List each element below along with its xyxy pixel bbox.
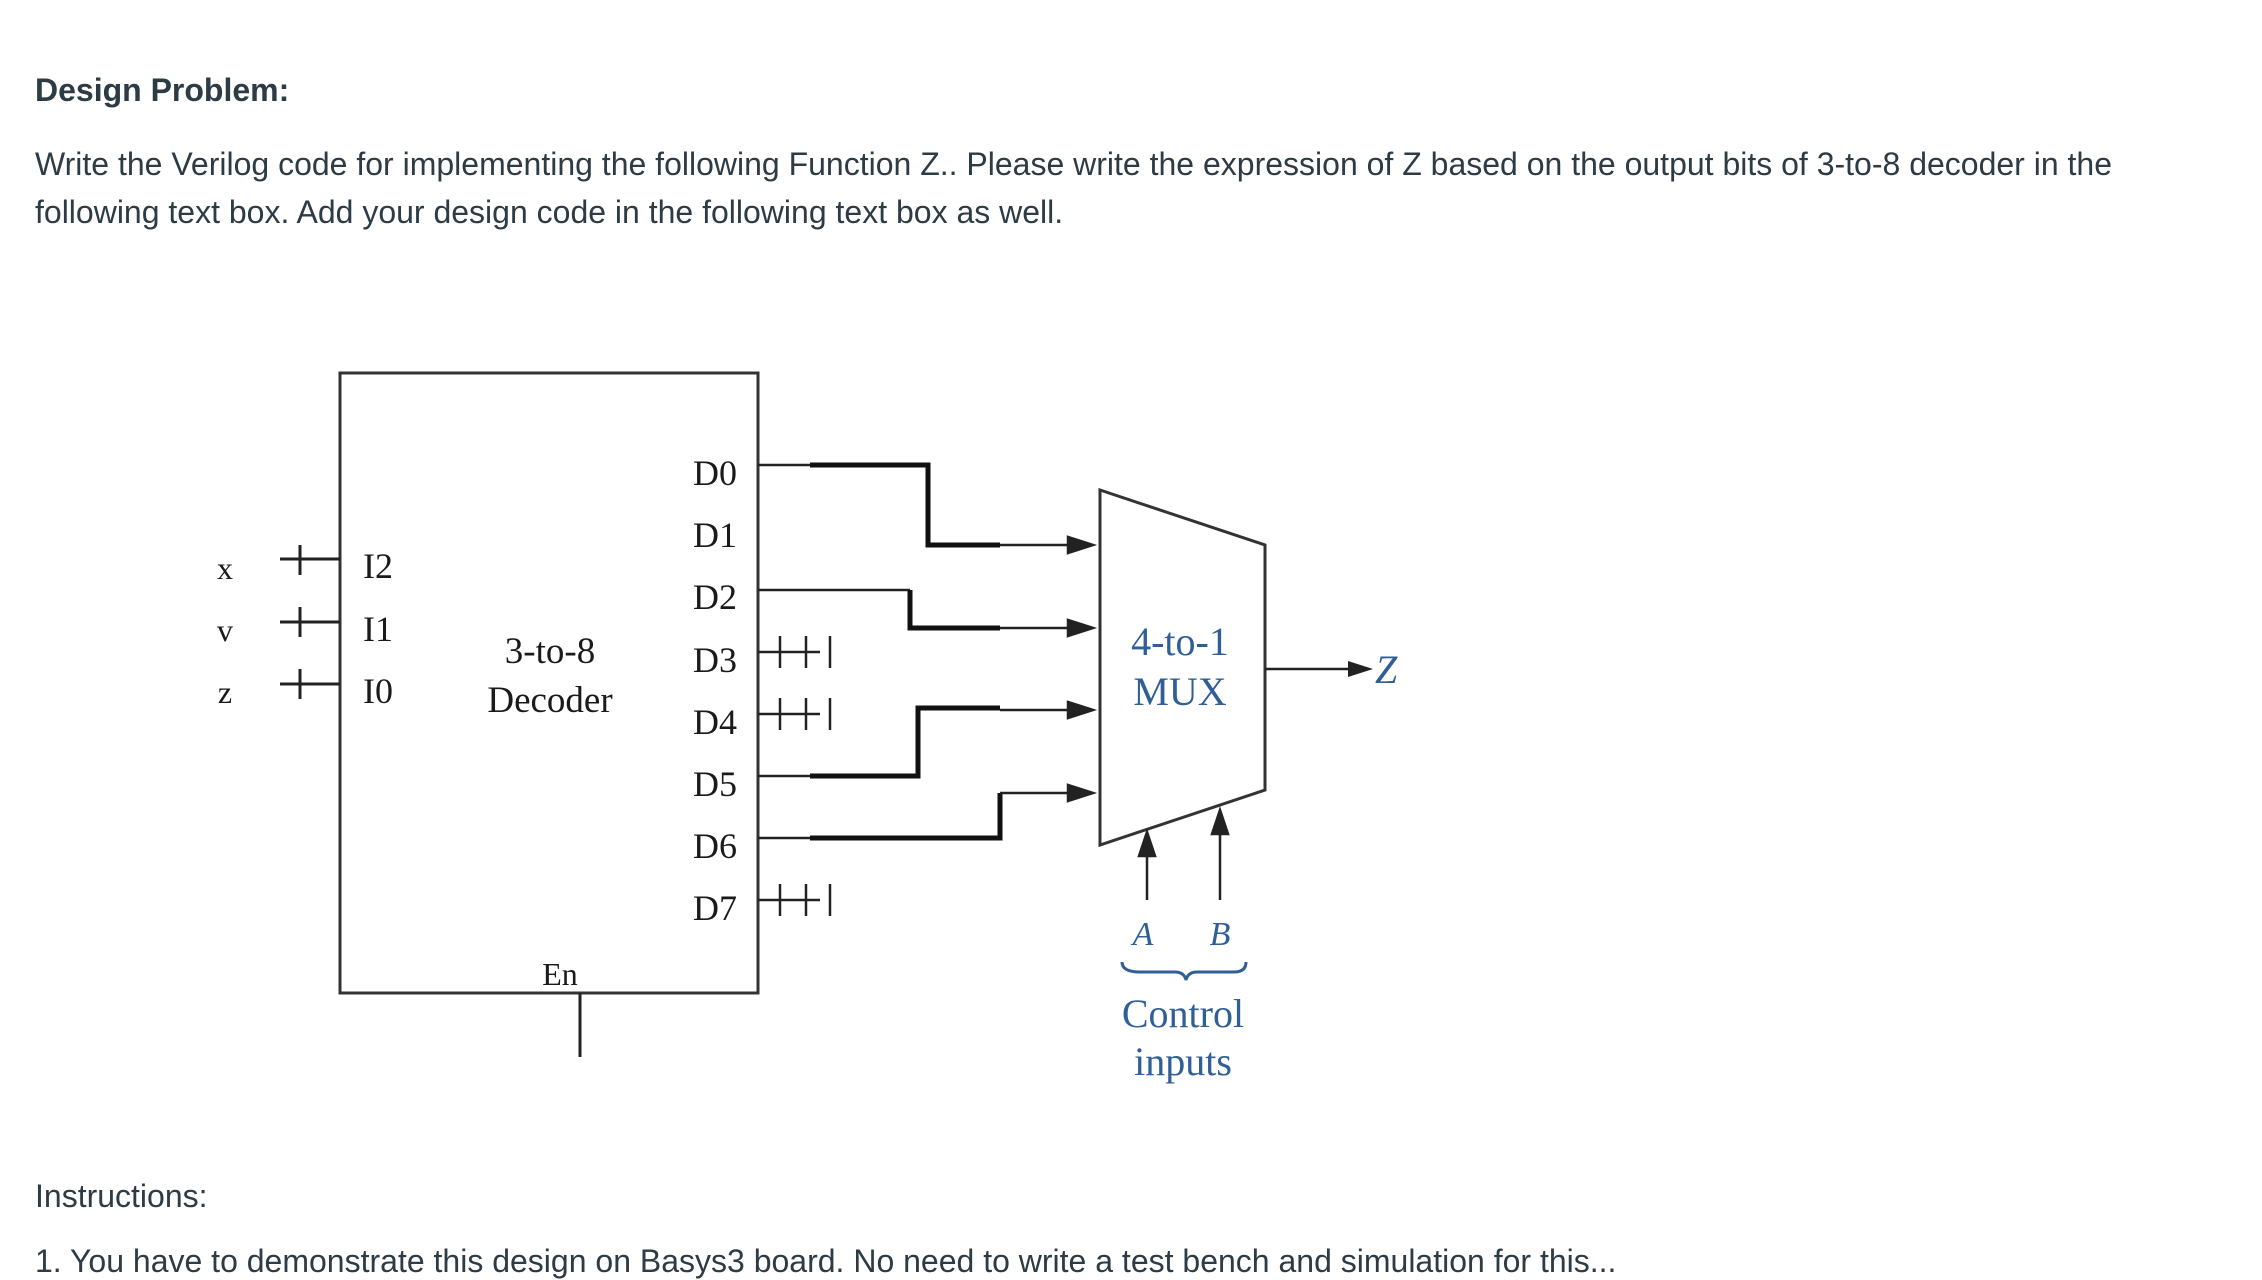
control-label-line1: Control xyxy=(1122,991,1244,1036)
problem-description: Write the Verilog code for implementing … xyxy=(35,146,2112,230)
mux-output-arrowhead xyxy=(1348,661,1373,677)
output-label-d3: D3 xyxy=(693,640,737,680)
output-label-d4: D4 xyxy=(693,702,737,742)
pin-label-i0: I0 xyxy=(363,671,393,711)
output-z-label: Z xyxy=(1375,647,1398,692)
control-arrows xyxy=(1137,806,1230,900)
pin-label-i1: I1 xyxy=(363,609,393,649)
pin-label-i2: I2 xyxy=(363,546,393,586)
output-label-d1: D1 xyxy=(693,515,737,555)
mux-name-line1: 4-to-1 xyxy=(1131,619,1229,664)
input-wires xyxy=(280,545,340,699)
output-stubs xyxy=(758,463,910,916)
instruction-line-1: 1. You have to demonstrate this design o… xyxy=(35,1243,1617,1279)
output-label-d2: D2 xyxy=(693,577,737,617)
output-label-d0: D0 xyxy=(693,453,737,493)
control-a-label: A xyxy=(1131,916,1154,953)
control-brace xyxy=(1120,961,1248,981)
output-label-d7: D7 xyxy=(693,888,737,928)
output-label-d6: D6 xyxy=(693,826,737,866)
decoder-name-line1: 3-to-8 xyxy=(505,631,595,672)
mux-input-arrows xyxy=(1000,535,1098,803)
control-label-line2: inputs xyxy=(1134,1039,1232,1084)
output-label-d5: D5 xyxy=(693,764,737,804)
section-heading: Design Problem: xyxy=(35,72,290,108)
mux-name-line2: MUX xyxy=(1133,669,1226,714)
input-label-x: x xyxy=(217,550,233,586)
routing-wires xyxy=(810,462,1003,841)
mux-block xyxy=(1098,487,1267,848)
enable-label: En xyxy=(542,956,578,992)
control-b-label: B xyxy=(1210,916,1231,953)
decoder-name-line2: Decoder xyxy=(487,680,612,721)
input-label-v: v xyxy=(217,612,233,648)
input-label-z: z xyxy=(218,674,232,710)
instructions-heading: Instructions: xyxy=(35,1178,208,1214)
